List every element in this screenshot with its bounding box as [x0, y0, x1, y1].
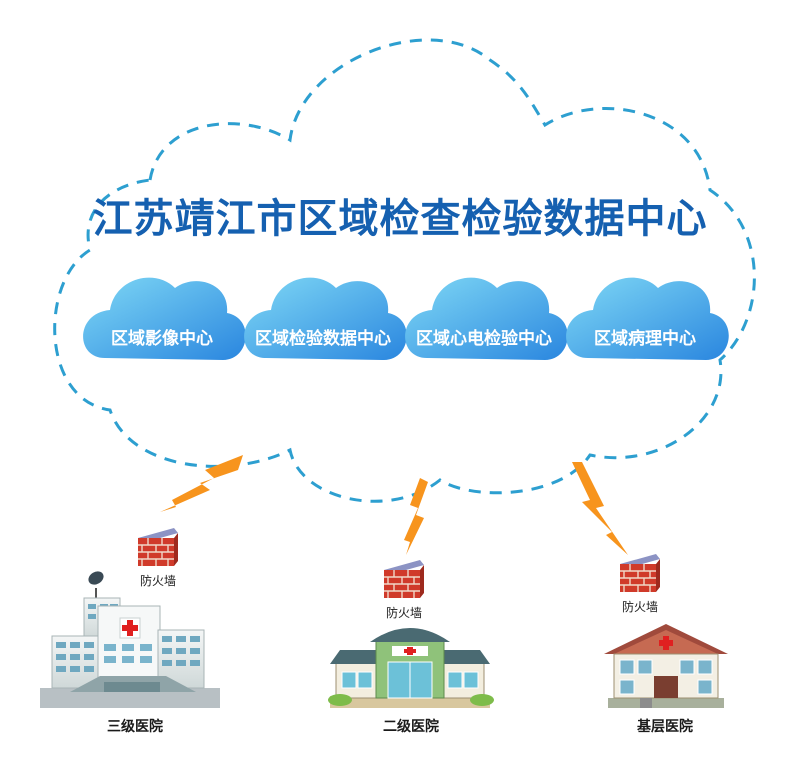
center-label: 区域心电检验中心: [416, 329, 552, 348]
firewall-label: 防火墙: [139, 574, 176, 588]
center-label: 区域病理中心: [594, 329, 696, 348]
lightning-icon: [160, 455, 243, 512]
firewall-icon: [384, 560, 424, 598]
hospital-label-primary: 基层医院: [637, 718, 693, 734]
red-cross-icon: [122, 620, 138, 636]
lightning-icon: [404, 478, 428, 555]
red-cross-icon: [659, 636, 673, 650]
tertiary-hospital-building: [40, 571, 220, 708]
secondary-hospital-building: [328, 628, 494, 708]
center-imaging: 区域影像中心: [82, 278, 242, 398]
primary-hospital-building: [604, 624, 728, 708]
center-cloud-shape: [244, 277, 407, 360]
satellite-dish-icon: [88, 571, 104, 600]
firewall-label: 防火墙: [621, 600, 658, 614]
firewall-label: 防火墙: [385, 606, 422, 620]
lightning-icon: [572, 462, 628, 555]
center-pathology: 区域病理中心: [565, 278, 725, 398]
hospital-label-secondary: 二级医院: [383, 718, 439, 734]
page-title: 江苏靖江市区域检查检验数据中心: [92, 197, 708, 241]
red-cross-icon: [404, 647, 416, 655]
firewall-icon: [138, 528, 178, 566]
firewall-icon: [620, 554, 660, 592]
center-cloud-shape: [83, 277, 246, 360]
center-cloud-shape: [405, 277, 568, 360]
center-cloud-shape: [566, 277, 729, 360]
hospital-label-tertiary: 三级医院: [107, 718, 163, 734]
center-label: 区域影像中心: [111, 329, 213, 348]
center-label: 区域检验数据中心: [255, 329, 391, 348]
center-ecg: 区域心电检验中心: [404, 278, 564, 398]
big-cloud-outline: [53, 38, 756, 503]
center-lab-data: 区域检验数据中心: [243, 278, 403, 398]
